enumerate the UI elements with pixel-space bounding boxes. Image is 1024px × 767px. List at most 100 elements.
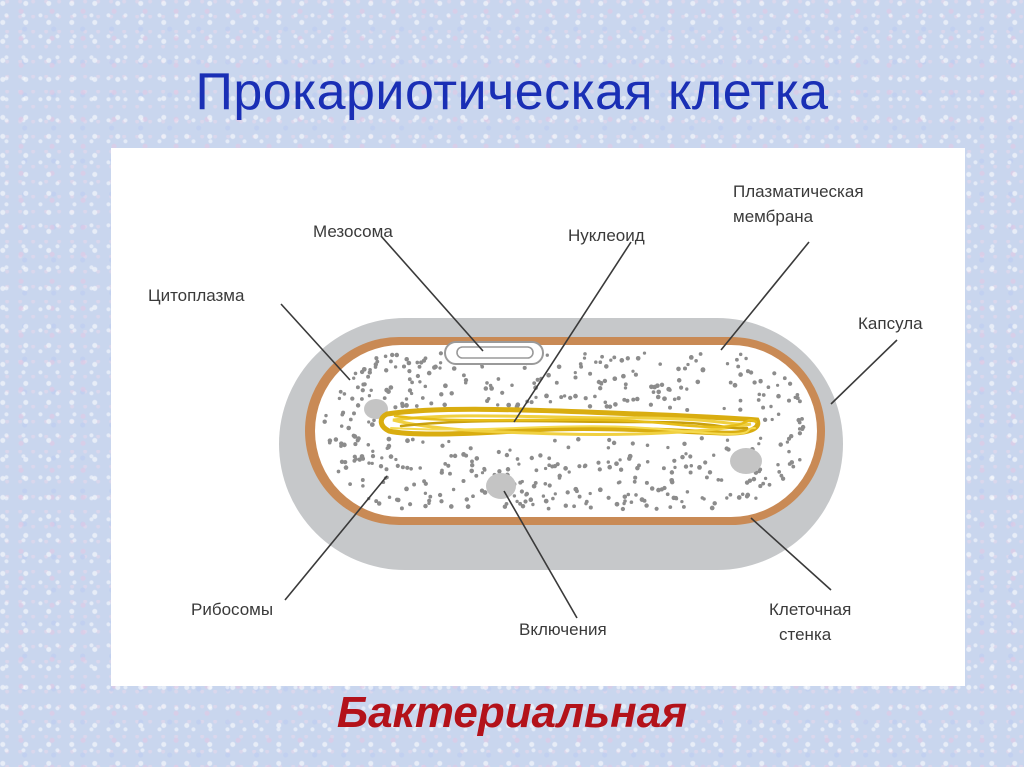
ribosome-dot [567, 470, 571, 474]
ribosome-dot [700, 367, 706, 372]
ribosome-dot [443, 383, 448, 389]
ribosome-dot [384, 368, 389, 373]
ribosome-dot [393, 365, 398, 369]
ribosome-dot [414, 404, 419, 408]
label-plasma-membrane-line1: Плазматическая [733, 182, 864, 201]
ribosome-dot [386, 445, 391, 450]
ribosome-dot [339, 444, 343, 448]
label-plasma-membrane-line2: мембрана [733, 207, 814, 226]
ribosome-dot [337, 396, 342, 401]
ribosome-dot [649, 384, 654, 390]
ribosome-dot [672, 397, 677, 402]
ribosome-dot [576, 437, 581, 442]
ribosome-dot [795, 392, 800, 397]
ribosome-dot [588, 491, 592, 496]
ribosome-dot [517, 462, 521, 466]
ribosome-dot [709, 505, 715, 511]
ribosome-dot [394, 457, 398, 462]
ribosome-dot [598, 360, 603, 365]
ribosome-dot [559, 395, 564, 400]
ribosome-dot [800, 426, 805, 432]
ribosome-dot [738, 398, 743, 403]
ribosome-dot [665, 492, 670, 497]
ribosome-dot [371, 449, 375, 453]
ribosome-dot [770, 417, 774, 422]
ribosome-dot [519, 489, 524, 494]
ribosome-dot [769, 404, 773, 409]
ribosome-dot [604, 404, 610, 409]
ribosome-dot [651, 390, 656, 394]
ribosome-dot [366, 374, 371, 379]
ribosome-dot [449, 391, 454, 396]
ribosome-dot [625, 398, 630, 403]
ribosome-dot [728, 492, 733, 497]
ribosome-dot [461, 478, 466, 484]
prokaryotic-cell-illustration [279, 235, 898, 619]
label-capsule: Капсула [858, 314, 923, 333]
ribosome-dot [535, 377, 540, 382]
ribosome-dot [534, 395, 538, 400]
ribosome-dot [408, 502, 413, 507]
ribosome-dot [372, 418, 376, 423]
ribosome-dot [761, 481, 766, 486]
ribosome-dot [631, 397, 636, 402]
ribosome-dot [446, 463, 451, 468]
ribosome-dot [429, 401, 434, 406]
pointer-nucleoid [513, 241, 632, 423]
ribosome-dot [474, 473, 479, 478]
ribosome-dot [382, 396, 387, 400]
ribosome-dot [562, 394, 567, 398]
ribosome-dot [405, 465, 410, 470]
ribosome-dot [751, 476, 757, 482]
ribosome-dot [754, 496, 758, 500]
ribosome-dot [587, 404, 593, 409]
mesosome-inner [456, 346, 534, 359]
ribosome-dot [449, 454, 454, 458]
ribosome-dot [405, 438, 410, 444]
ribosome-dot [438, 366, 442, 370]
ribosome-dot [704, 475, 709, 480]
ribosome-dot [573, 370, 577, 375]
ribosome-dot [355, 403, 361, 408]
ribosome-dot [423, 356, 428, 361]
ribosome-dot [680, 454, 685, 460]
ribosome-dot [451, 487, 456, 492]
ribosome-dot [396, 497, 401, 503]
ribosome-dot [439, 499, 444, 504]
ribosome-dot [672, 458, 677, 463]
ribosome-dot [578, 362, 583, 366]
ribosome-dot [763, 476, 768, 481]
ribosome-dot [738, 352, 743, 357]
ribosome-dot [627, 456, 632, 461]
ribosome-dot [736, 364, 741, 369]
ribosome-dot [448, 504, 454, 509]
ribosome-dot [596, 460, 601, 465]
ribosome-dot [360, 388, 365, 393]
ribosome-dot [469, 468, 474, 474]
ribosome-dot [470, 463, 475, 468]
ribosome-dot [695, 379, 701, 385]
ribosome-dot [427, 498, 432, 503]
ribosome-dot [686, 362, 690, 367]
ribosome-dot [438, 361, 443, 365]
ribosome-dot [556, 364, 562, 370]
ribosome-dot [725, 438, 730, 442]
ribosome-dot [423, 481, 428, 486]
ribosome-dot [410, 380, 414, 385]
ribosome-dot [468, 446, 473, 451]
ribosome-dot [582, 464, 587, 469]
ribosome-dot [593, 394, 597, 399]
ribosome-dot [417, 364, 422, 369]
ribosome-dot [443, 462, 448, 466]
ribosome-dot [415, 360, 420, 365]
ribosome-dot [622, 494, 628, 499]
ribosome-dot [669, 470, 675, 475]
ribosome-dot [626, 492, 631, 497]
ribosome-dot [529, 455, 534, 461]
ribosome-dot [719, 478, 724, 482]
ribosome-dot [353, 371, 358, 376]
ribosome-dot [688, 470, 693, 475]
ribosome-dot [798, 458, 802, 462]
ribosome-dot [600, 354, 604, 359]
ribosome-dot [635, 355, 641, 361]
